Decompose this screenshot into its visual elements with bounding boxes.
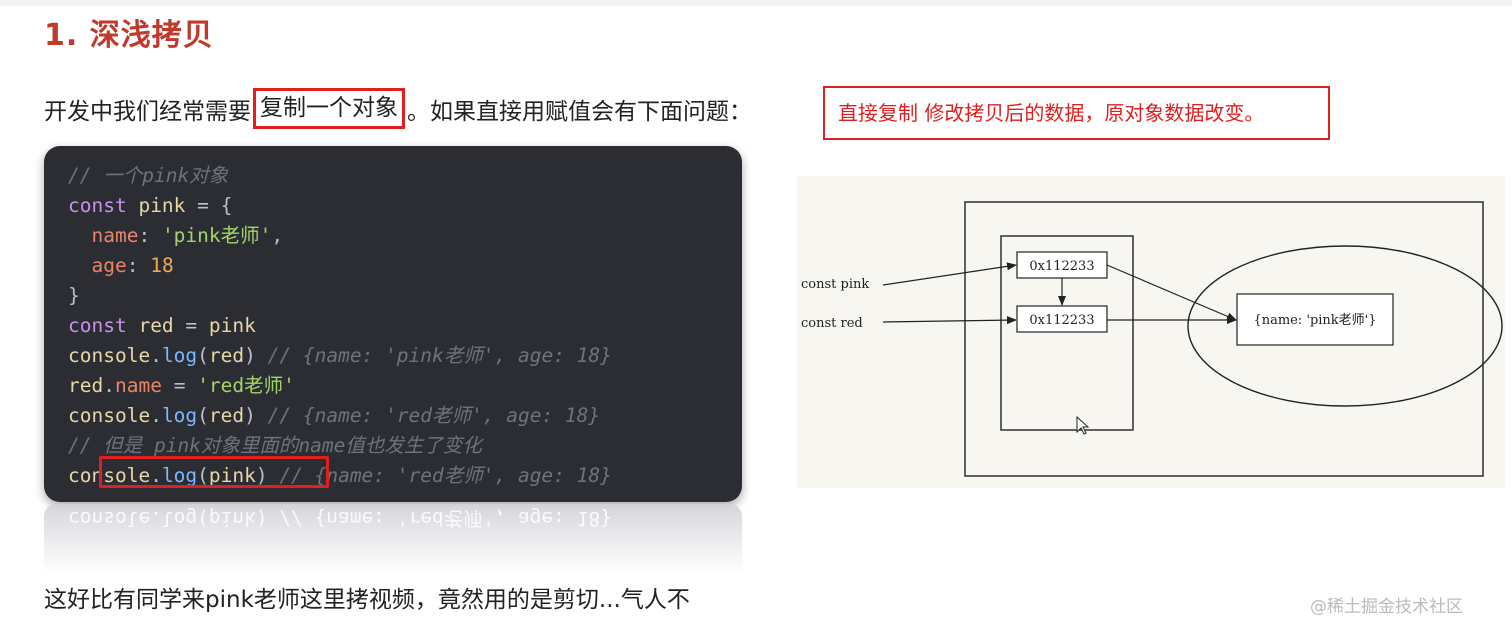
diagram-address-2: 0x112233	[1029, 313, 1094, 328]
intro-paragraph: 开发中我们经常需要复制一个对象。如果直接用赋值会有下面问题：	[44, 88, 752, 129]
reflection-text: console.log(pink) // {name: 'red老师', age…	[68, 507, 612, 530]
code-line-7: console.log(red) // {name: 'pink老师', age…	[68, 344, 612, 367]
code-line-10: // 但是 pink对象里面的name值也发生了变化	[68, 434, 482, 457]
intro-text-before: 开发中我们经常需要	[44, 98, 251, 125]
code-line-9: console.log(red) // {name: 'red老师', age:…	[68, 404, 601, 427]
heap-ellipse	[1187, 245, 1503, 407]
code-highlight-box	[99, 456, 329, 488]
section-heading: 1. 深浅拷贝	[44, 18, 214, 53]
code-lines: // 一个pink对象 const pink = { name: 'pink老师…	[68, 161, 612, 491]
code-line-5: }	[68, 284, 80, 307]
memory-diagram: const pink const red 0x112233 0x112233 {…	[797, 176, 1505, 488]
arrow-red-label	[882, 316, 1017, 325]
code-line-4: age: 18	[91, 254, 174, 277]
code-reflection: console.log(pink) // {name: 'red老师', age…	[44, 504, 742, 574]
code-line-1: // 一个pink对象	[68, 164, 229, 187]
address-box-red	[1016, 305, 1108, 333]
intro-text-after: 。如果直接用赋值会有下面问题：	[407, 98, 752, 125]
watermark: @稀土掘金技术社区	[1310, 597, 1463, 617]
diagram-background	[797, 176, 1505, 488]
code-line-6: const red = pink	[68, 314, 256, 337]
code-line-11: console.log(pink) // {name: 'red老师', age…	[68, 464, 612, 487]
top-bar	[0, 0, 1512, 6]
mouse-cursor-icon	[1076, 415, 1090, 435]
arrow-pink-object	[1106, 264, 1237, 321]
code-line-8: red.name = 'red老师'	[68, 374, 295, 397]
closing-paragraph: 这好比有同学来pink老师这里拷视频，竟然用的是剪切...气人不	[44, 587, 690, 613]
arrow-pink-label	[882, 262, 1017, 286]
diagram-label-red: const red	[801, 316, 863, 331]
heap-outer-box	[964, 201, 1484, 477]
annotation-note: 直接复制 修改拷贝后的数据，原对象数据改变。	[823, 86, 1330, 140]
code-line-2: const pink = {	[68, 194, 233, 217]
diagram-address-1: 0x112233	[1029, 259, 1094, 274]
diagram-object-text: {name: 'pink老师'}	[1253, 313, 1376, 328]
object-box	[1236, 293, 1394, 346]
stack-box	[1000, 235, 1134, 431]
code-line-3: name: 'pink老师',	[91, 224, 284, 247]
diagram-label-pink: const pink	[801, 277, 869, 292]
intro-highlight-box: 复制一个对象	[253, 88, 405, 129]
code-block: // 一个pink对象 const pink = { name: 'pink老师…	[44, 146, 742, 502]
